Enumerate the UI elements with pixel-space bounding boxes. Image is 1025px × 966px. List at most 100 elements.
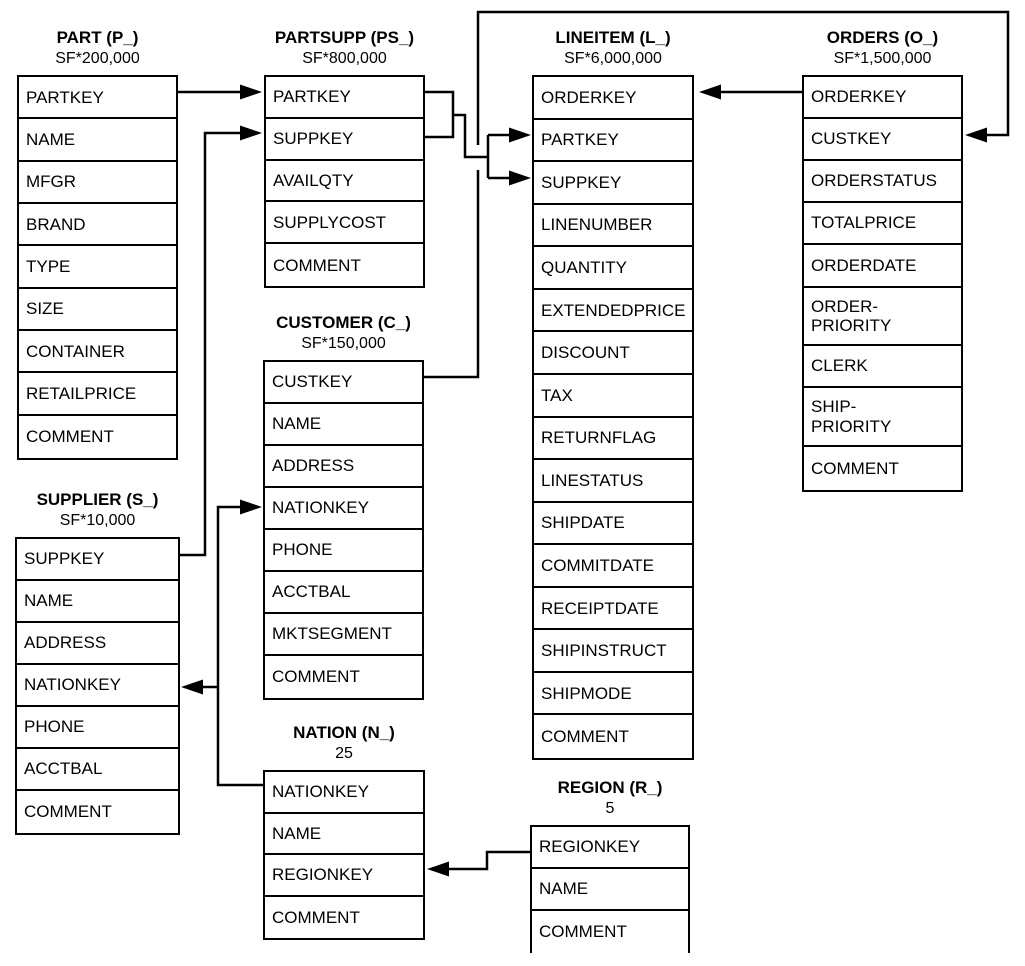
- row-customer-custkey: CUSTKEY: [265, 362, 422, 404]
- row-lineitem-shipinstruct: SHIPINSTRUCT: [534, 630, 692, 673]
- row-part-comment: COMMENT: [26, 427, 114, 447]
- rel-partsupp-to-lineitem-arrowhead-icon: [509, 127, 531, 143]
- partsupp-table-title: PARTSUPP (PS_): [274, 28, 415, 47]
- rel-partkey-part-to-partsupp: [178, 84, 262, 100]
- row-nation-name: NAME: [265, 814, 423, 855]
- row-orders-ship-priority: SHIP- PRIORITY: [804, 388, 961, 447]
- row-customer-nationkey: NATIONKEY: [265, 488, 422, 530]
- row-orders-clerk: CLERK: [804, 346, 961, 388]
- rel-partsupp-to-lineitem-line: [425, 90, 455, 139]
- row-supplier-phone: PHONE: [17, 707, 178, 749]
- row-orders-comment: COMMENT: [811, 458, 899, 478]
- row-lineitem-comment: COMMENT: [541, 727, 629, 747]
- row-lineitem-orderkey: ORDERKEY: [534, 77, 692, 120]
- row-customer-comment: COMMENT: [272, 667, 360, 687]
- rel-partsupp-to-lineitem: [425, 90, 531, 186]
- row-nation-nationkey: NATIONKEY: [265, 772, 423, 814]
- rel-nationkey-nation-to-supplier: [181, 679, 218, 695]
- part-table-title: PART (P_): [56, 28, 139, 47]
- rel-partkey-part-to-partsupp-arrowhead-icon: [240, 84, 262, 100]
- row-customer-address: ADDRESS: [265, 446, 422, 488]
- rel-nationkey-nation-to-supplier-arrowhead-icon: [181, 679, 203, 695]
- region-table-title: REGION (R_): [557, 778, 663, 797]
- row-part-container: CONTAINER: [19, 331, 176, 374]
- row-orders-orderkey: ORDERKEY: [804, 77, 961, 119]
- customer-table-title: CUSTOMER (C_): [276, 313, 411, 332]
- row-part-name: NAME: [19, 119, 176, 162]
- customer-table-cardinality: SF*150,000: [301, 335, 386, 352]
- part-table-cardinality: SF*200,000: [55, 50, 140, 67]
- row-supplier-comment: COMMENT: [24, 802, 112, 822]
- row-supplier-name: NAME: [17, 581, 178, 623]
- row-part-mfgr: MFGR: [19, 162, 176, 204]
- row-partsupp-partkey: PARTKEY: [266, 77, 423, 119]
- rel-partsupp-to-lineitem-arrowhead-icon: [509, 170, 531, 186]
- region-table-cardinality: 5: [605, 800, 615, 817]
- row-part-type: TYPE: [19, 246, 176, 289]
- nation-table-cardinality: 25: [335, 745, 353, 762]
- row-customer-acctbal: ACCTBAL: [265, 572, 422, 614]
- row-lineitem-receiptdate: RECEIPTDATE: [534, 588, 692, 631]
- orders-table-title: ORDERS (O_): [826, 28, 939, 47]
- row-orders-custkey: CUSTKEY: [804, 119, 961, 161]
- row-lineitem-tax: TAX: [534, 375, 692, 418]
- row-customer-name: NAME: [265, 404, 422, 446]
- partsupp-table-cardinality: SF*800,000: [302, 50, 387, 67]
- row-region-comment: COMMENT: [539, 922, 627, 942]
- row-partsupp-suppkey: SUPPKEY: [266, 119, 423, 161]
- row-nation-comment: COMMENT: [272, 907, 360, 927]
- orders-table-cardinality: SF*1,500,000: [833, 50, 932, 67]
- row-lineitem-shipmode: SHIPMODE: [534, 673, 692, 716]
- rel-regionkey-region-to-nation-arrowhead-icon: [427, 861, 449, 877]
- rel-partsupp-to-lineitem-line: [453, 113, 488, 159]
- row-lineitem-returnflag: RETURNFLAG: [534, 418, 692, 461]
- row-orders-orderdate: ORDERDATE: [804, 245, 961, 288]
- rel-nationkey-nation-to-customer-arrowhead-icon: [240, 499, 262, 515]
- row-lineitem-quantity: QUANTITY: [534, 247, 692, 290]
- row-lineitem-partkey: PARTKEY: [534, 120, 692, 163]
- rel-custkey-customer-to-orders-arrowhead-icon: [965, 127, 987, 143]
- row-part-brand: BRAND: [19, 204, 176, 247]
- row-lineitem-discount: DISCOUNT: [534, 332, 692, 375]
- rel-regionkey-region-to-nation-line: [447, 850, 530, 871]
- row-part-retailprice: RETAILPRICE: [19, 373, 176, 416]
- row-lineitem-suppkey: SUPPKEY: [534, 162, 692, 205]
- row-lineitem-shipdate: SHIPDATE: [534, 503, 692, 546]
- row-supplier-address: ADDRESS: [17, 623, 178, 665]
- row-lineitem-commitdate: COMMITDATE: [534, 545, 692, 588]
- row-customer-phone: PHONE: [265, 530, 422, 572]
- row-orders-totalprice: TOTALPRICE: [804, 203, 961, 245]
- row-supplier-nationkey: NATIONKEY: [17, 665, 178, 707]
- rel-orderkey-orders-to-lineitem: [699, 84, 802, 100]
- rel-suppkey-supplier-to-partsupp-arrowhead-icon: [240, 125, 262, 141]
- nation-table-title: NATION (N_): [293, 723, 395, 742]
- supplier-table-title: SUPPLIER (S_): [36, 490, 159, 509]
- row-nation-regionkey: REGIONKEY: [265, 855, 423, 897]
- lineitem-table-cardinality: SF*6,000,000: [564, 50, 662, 67]
- row-part-size: SIZE: [19, 289, 176, 331]
- rel-regionkey-region-to-nation: [427, 850, 530, 877]
- supplier-table-cardinality: SF*10,000: [59, 512, 136, 529]
- row-region-regionkey: REGIONKEY: [532, 827, 688, 869]
- row-lineitem-linestatus: LINESTATUS: [534, 460, 692, 503]
- row-supplier-suppkey: SUPPKEY: [17, 539, 178, 581]
- row-customer-mktsegment: MKTSEGMENT: [265, 614, 422, 656]
- row-part-partkey: PARTKEY: [19, 77, 176, 120]
- row-lineitem-extendedprice: EXTENDEDPRICE: [534, 290, 692, 333]
- lineitem-table-title: LINEITEM (L_): [555, 28, 671, 47]
- row-region-name: NAME: [532, 869, 688, 911]
- row-partsupp-supplycost: SUPPLYCOST: [266, 202, 423, 245]
- row-orders-orderstatus: ORDERSTATUS: [804, 161, 961, 203]
- rel-orderkey-orders-to-lineitem-arrowhead-icon: [699, 84, 721, 100]
- row-partsupp-availqty: AVAILQTY: [266, 161, 423, 203]
- row-supplier-acctbal: ACCTBAL: [17, 749, 178, 791]
